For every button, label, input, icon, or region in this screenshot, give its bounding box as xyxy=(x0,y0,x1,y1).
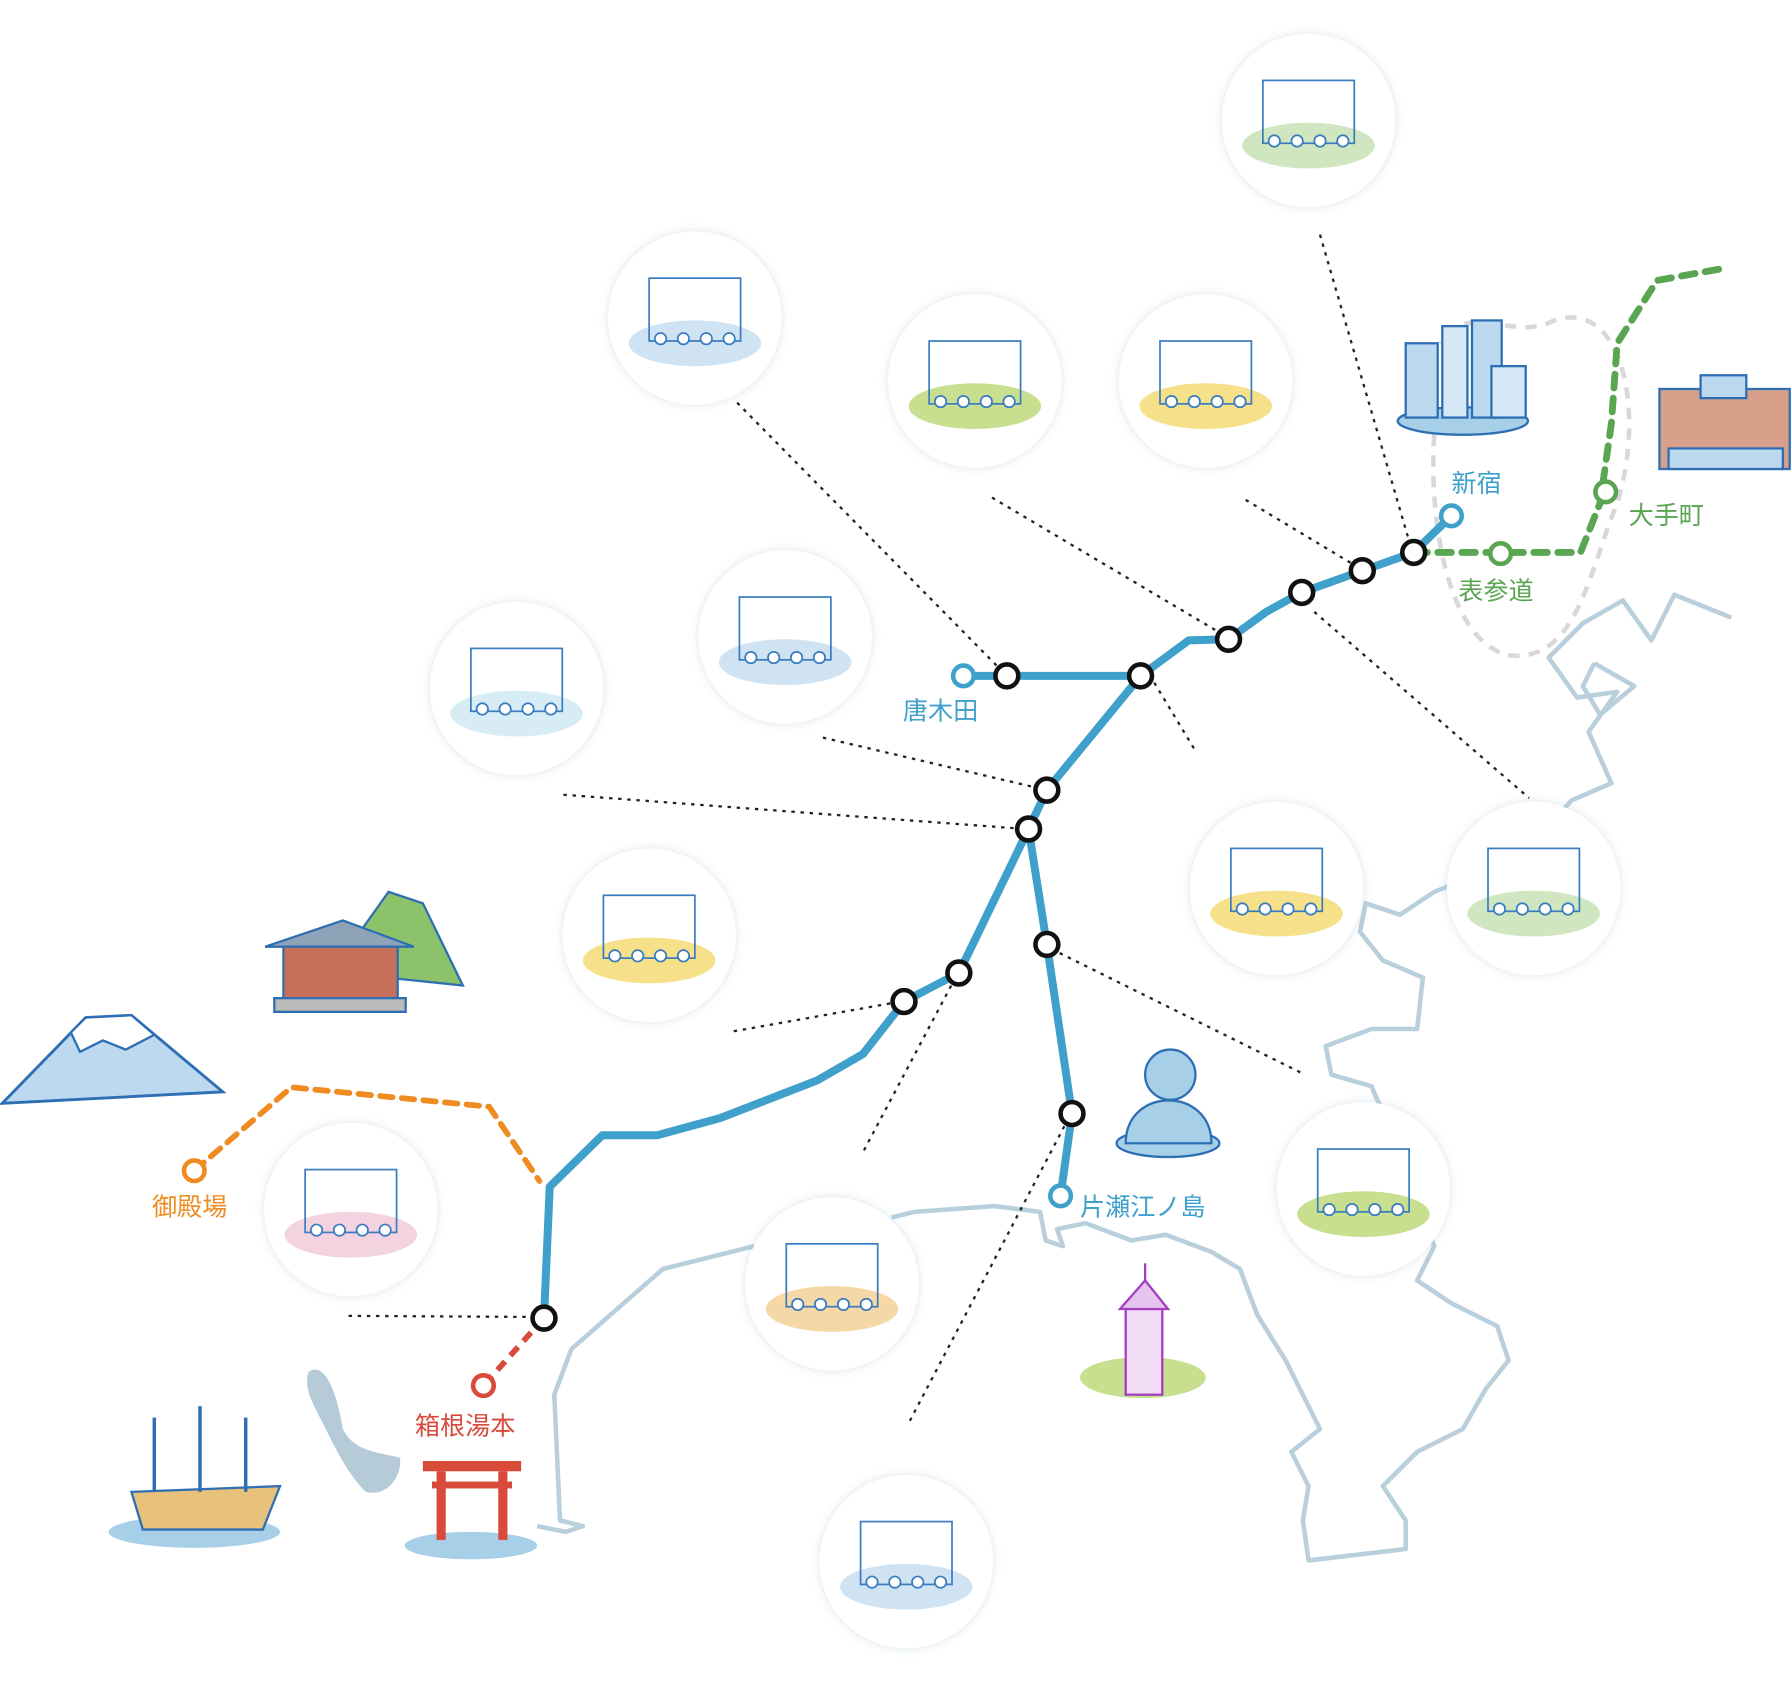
station-marker[interactable] xyxy=(1287,578,1316,607)
enoshima-line xyxy=(1024,828,1076,1197)
metro-line xyxy=(1410,265,1724,556)
spot-farmers-market[interactable] xyxy=(429,601,604,776)
station-otemachi[interactable] xyxy=(1593,479,1619,505)
museum-illustration-icon xyxy=(1210,847,1343,937)
transfer-stations xyxy=(530,538,1428,1332)
tokyo-station-icon xyxy=(1658,374,1791,471)
leader-lines xyxy=(348,234,1530,1424)
lake-ashi-icon xyxy=(307,1369,401,1493)
spot-art-museum[interactable] xyxy=(1189,801,1364,976)
cafe-terrace-illustration-icon xyxy=(1242,79,1375,169)
station-marker[interactable] xyxy=(530,1304,558,1332)
food-festival-illustration-icon xyxy=(1139,340,1272,429)
food-beer-illustration-icon xyxy=(582,894,716,984)
spot-ebina-town[interactable] xyxy=(745,1197,919,1371)
station-marker[interactable] xyxy=(1033,776,1061,804)
castle-illustration-icon xyxy=(284,1168,418,1258)
station-marker[interactable] xyxy=(1348,557,1376,585)
terminal-shinjuku[interactable] xyxy=(1438,503,1464,529)
spot-iris-garden[interactable] xyxy=(1276,1102,1451,1276)
town-illustration-icon xyxy=(765,1243,899,1332)
station-marker[interactable] xyxy=(1058,1099,1086,1128)
station-marker[interactable] xyxy=(993,662,1021,690)
basketball-park-illustration-icon xyxy=(718,596,852,685)
station-marker[interactable] xyxy=(945,959,973,987)
market-illustration-icon xyxy=(450,647,583,737)
label-omotesando: 表参道 xyxy=(1458,576,1533,605)
spot-shimokitazawa-market[interactable] xyxy=(1221,33,1396,208)
label-katase-enoshima: 片瀬江ノ島 xyxy=(1080,1192,1206,1221)
coastline xyxy=(536,592,1733,1563)
torii-icon xyxy=(404,1461,538,1560)
station-marker[interactable] xyxy=(890,987,918,1016)
station-marker[interactable] xyxy=(1014,815,1043,843)
station-plaza-illustration-icon xyxy=(628,277,762,367)
station-marker[interactable] xyxy=(1399,538,1428,567)
spot-enoshima-coast[interactable] xyxy=(819,1474,994,1649)
iris-garden-illustration-icon xyxy=(1297,1148,1430,1237)
enoshima-tower-icon xyxy=(1080,1263,1206,1399)
mount-fuji-icon xyxy=(0,1013,227,1105)
terminal-gotemba[interactable] xyxy=(181,1158,207,1184)
gotemba-line xyxy=(191,1084,543,1184)
spot-odawara-castle[interactable] xyxy=(264,1122,438,1297)
terminal-katase-enoshima[interactable] xyxy=(1047,1183,1074,1209)
spot-station-plaza[interactable] xyxy=(608,231,782,405)
terminal-hakone-yumoto[interactable] xyxy=(470,1372,496,1399)
yamanote-loop xyxy=(1430,315,1632,658)
riverside-illustration-icon xyxy=(908,340,1042,429)
label-otemachi: 大手町 xyxy=(1629,501,1704,530)
label-shinjuku: 新宿 xyxy=(1451,469,1501,498)
pirate-ship-icon xyxy=(108,1406,282,1548)
spot-illustrations xyxy=(264,33,1621,1649)
station-marker[interactable] xyxy=(1214,625,1243,653)
hakone-line xyxy=(481,1316,547,1388)
station-marker[interactable] xyxy=(1126,662,1155,690)
label-hakone-yumoto: 箱根湯本 xyxy=(415,1412,516,1441)
spot-sports-park[interactable] xyxy=(698,550,872,724)
station-marker[interactable] xyxy=(1033,930,1061,959)
temple-mountain-icon xyxy=(264,890,465,1013)
spot-gourmet-festival[interactable] xyxy=(1118,294,1293,468)
daibutsu-icon xyxy=(1115,1048,1221,1159)
label-karakida: 唐木田 xyxy=(903,696,978,725)
spot-park-walk[interactable] xyxy=(1446,801,1621,976)
spot-local-food[interactable] xyxy=(562,848,736,1023)
coast-illustration-icon xyxy=(840,1520,973,1610)
label-gotemba: 御殿場 xyxy=(152,1192,227,1221)
park-illustration-icon xyxy=(1467,847,1600,937)
terminal-karakida[interactable] xyxy=(950,663,976,689)
station-omotesando[interactable] xyxy=(1487,541,1514,567)
spot-tama-riverside[interactable] xyxy=(888,294,1062,468)
tokyo-skyscrapers-icon xyxy=(1396,319,1530,436)
